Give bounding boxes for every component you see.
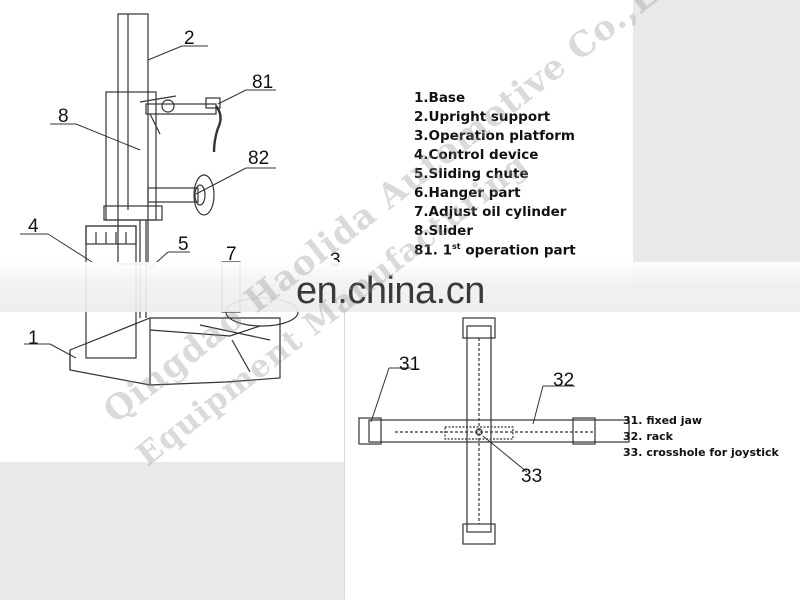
- legend-item: 7.Adjust oil cylinder: [414, 204, 567, 220]
- legend-item: 3.Operation platform: [414, 128, 575, 144]
- jaw-diagram-panel: 31 32 33 31. fixed jaw 32. rack 33. cros…: [345, 288, 800, 600]
- legend-item: 31. fixed jaw: [623, 414, 703, 427]
- base-outline: [69, 317, 281, 386]
- legend-item: 4.Control device: [414, 147, 539, 163]
- legend-item: 32. rack: [623, 430, 673, 443]
- legend-item: 5.Sliding chute: [414, 166, 529, 182]
- jaw-cross-drawing: [358, 317, 630, 545]
- crosshole: [475, 428, 483, 436]
- watermark-band: [0, 262, 800, 312]
- legend-item: 2.Upright support: [414, 109, 551, 125]
- callout-3: 3: [330, 250, 341, 271]
- callout-1: 1: [28, 328, 39, 349]
- callout-33: 33: [521, 466, 543, 487]
- legend-item: 81. 1st operation part: [414, 242, 576, 259]
- callout-4: 4: [28, 216, 39, 237]
- legend-item: 8.Slider: [414, 223, 473, 239]
- callout-82: 82: [248, 148, 270, 169]
- callout-2: 2: [184, 28, 195, 49]
- callout-31: 31: [399, 354, 421, 375]
- site-watermark: en.china.cn: [296, 270, 485, 312]
- callout-5: 5: [178, 234, 189, 255]
- callout-8: 8: [58, 106, 69, 127]
- callout-81: 81: [252, 72, 274, 93]
- callout-7: 7: [226, 244, 237, 265]
- legend-item: 1.Base: [414, 90, 466, 106]
- machine-diagram-panel: 2 81 8 82 4 5 7 3 1 1.Base 2.Upright sup…: [0, 0, 633, 462]
- machine-drawing: [20, 13, 299, 386]
- legend-item: 33. crosshole for joystick: [623, 446, 779, 459]
- callout-32: 32: [553, 370, 575, 391]
- legend-item: 6.Hanger part: [414, 185, 521, 201]
